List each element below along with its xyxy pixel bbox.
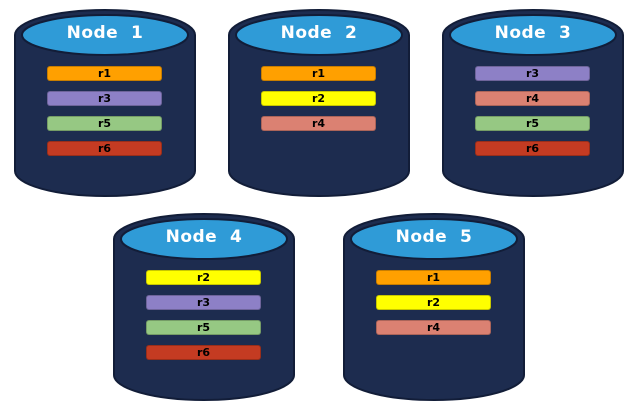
replica-bar-r6: r6 [475,141,590,156]
replica-list: r2 r3 r5 r6 [146,270,261,360]
replica-bar-r5: r5 [146,320,261,335]
cylinder-top [120,218,288,260]
replica-bar-r1: r1 [47,66,162,81]
replica-bar-r2: r2 [261,91,376,106]
replica-list: r3 r4 r5 r6 [475,66,590,156]
replica-bar-r5: r5 [475,116,590,131]
replica-bar-r1: r1 [261,66,376,81]
cylinder-top [350,218,518,260]
replica-bar-r4: r4 [261,116,376,131]
node-title: Node 1 [66,23,144,43]
db-node: Node 3 r3 r4 r5 r6 [442,8,624,198]
replica-bar-r1: r1 [376,270,491,285]
replica-bar-r6: r6 [146,345,261,360]
db-node: Node 4 r2 r3 r5 r6 [113,212,295,402]
replica-bar-r3: r3 [146,295,261,310]
node-title: Node 3 [494,23,572,43]
replica-list: r1 r2 r4 [261,66,376,131]
replica-bar-r2: r2 [376,295,491,310]
replica-bar-r2: r2 [146,270,261,285]
cylinder-top [449,14,617,56]
node-title: Node 5 [395,227,473,247]
node-title: Node 2 [280,23,358,43]
node-row-2: Node 4 r2 r3 r5 r6 Node 5 r1 r2 r4 [0,212,638,402]
db-node: Node 1 r1 r3 r5 r6 [14,8,196,198]
replica-bar-r6: r6 [47,141,162,156]
replica-bar-r4: r4 [376,320,491,335]
replica-list: r1 r2 r4 [376,270,491,335]
db-node: Node 5 r1 r2 r4 [343,212,525,402]
replica-bar-r4: r4 [475,91,590,106]
replica-bar-r3: r3 [47,91,162,106]
replica-bar-r3: r3 [475,66,590,81]
cylinder-top [235,14,403,56]
db-node: Node 2 r1 r2 r4 [228,8,410,198]
node-title: Node 4 [165,227,243,247]
replica-list: r1 r3 r5 r6 [47,66,162,156]
replica-bar-r5: r5 [47,116,162,131]
cylinder-top [21,14,189,56]
